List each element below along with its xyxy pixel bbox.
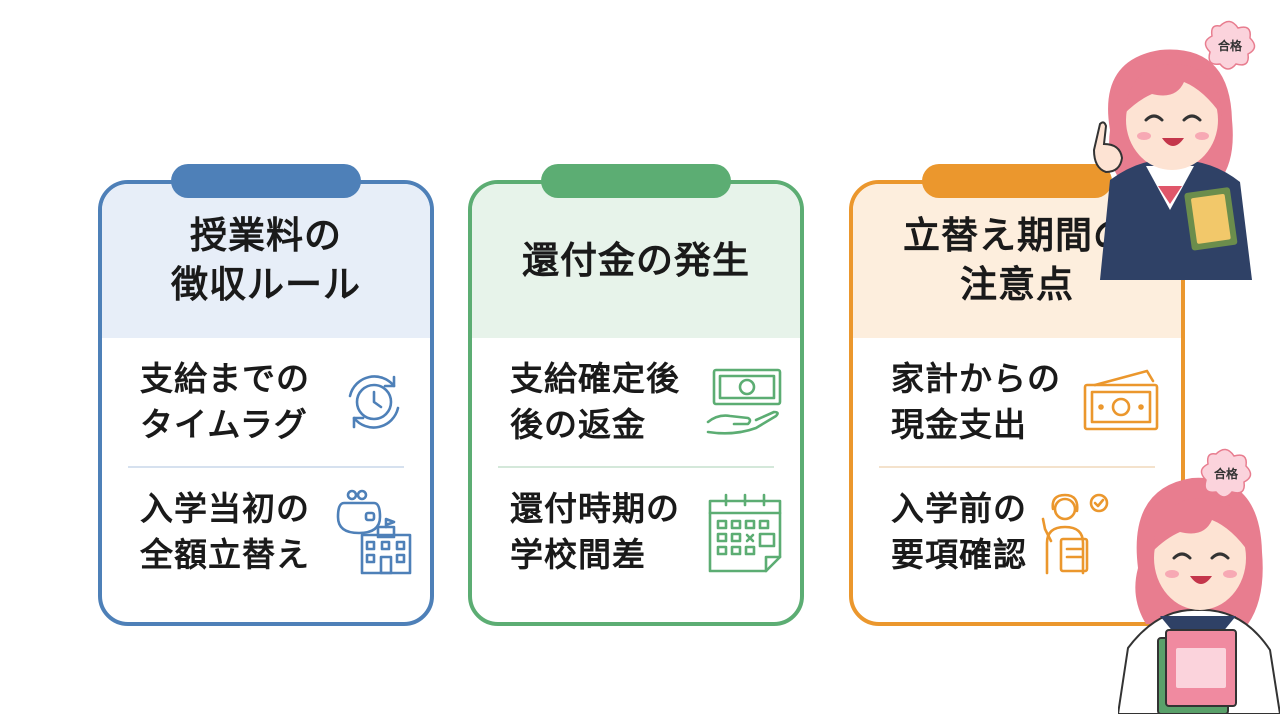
badge-text: 合格: [1214, 466, 1239, 481]
card-title-line: 立替え期間の: [903, 214, 1131, 258]
card-title-line: 授業料の: [190, 214, 342, 258]
card-tab: [171, 164, 361, 198]
item-text-line: 全額立替え: [140, 535, 310, 574]
divider: [128, 466, 404, 468]
card-title: 授業料の 徴収ルール: [102, 184, 430, 338]
purse-school-icon: [336, 489, 412, 575]
sakura-badge: 合格: [1204, 20, 1256, 70]
student-character-bottom: 合格: [1118, 448, 1280, 714]
divider: [879, 466, 1155, 468]
card-tuition-rules: 授業料の 徴収ルール 支給までの タイムラグ 入学当初の 全額立替え: [98, 164, 434, 626]
item-text-line: 支給確定後: [510, 359, 680, 399]
card-item: 入学前の 要項確認: [853, 468, 1181, 596]
cash-bills-icon: [1083, 369, 1159, 431]
divider: [498, 466, 774, 468]
card-title-line: 徴収ルール: [171, 263, 361, 306]
item-text-line: 入学当初の: [140, 489, 310, 529]
card-advance-payment: 立替え期間の 注意点 家計からの 現金支出 入学前の 要項確認: [849, 164, 1185, 626]
card-title-line: 還付金の発生: [522, 238, 750, 282]
checklist-person-icon: [1041, 493, 1109, 575]
card-tab: [541, 164, 731, 198]
item-text-line: 学校間差: [510, 535, 646, 574]
card-tab: [922, 164, 1112, 198]
calendar-icon: [708, 493, 782, 573]
item-text-line: タイムラグ: [140, 405, 308, 444]
item-text-line: 家計からの: [891, 359, 1061, 399]
card-title: 立替え期間の 注意点: [853, 184, 1181, 338]
badge-text: 合格: [1218, 38, 1243, 53]
card-title: 還付金の発生: [472, 184, 800, 338]
card-refund: 還付金の発生 支給確定後 後の返金 還付時期の 学校間差: [468, 164, 804, 626]
money-hand-icon: [706, 368, 782, 435]
item-text-line: 入学前の: [891, 489, 1027, 529]
item-text-line: 還付時期の: [510, 489, 680, 529]
item-text-line: 支給までの: [140, 359, 310, 399]
item-text-line: 要項確認: [891, 535, 1027, 574]
card-item: 入学当初の 全額立替え: [102, 468, 430, 596]
card-item: 家計からの 現金支出: [853, 338, 1181, 466]
clock-cycle-icon: [348, 375, 400, 429]
sakura-badge: 合格: [1200, 448, 1252, 498]
item-text-line: 現金支出: [891, 405, 1027, 444]
item-text-line: 後の返金: [510, 405, 646, 444]
card-item: 還付時期の 学校間差: [472, 468, 800, 596]
card-item: 支給確定後 後の返金: [472, 338, 800, 466]
card-item: 支給までの タイムラグ: [102, 338, 430, 466]
student-character-top: 合格: [1092, 20, 1256, 280]
card-title-line: 注意点: [960, 263, 1074, 306]
